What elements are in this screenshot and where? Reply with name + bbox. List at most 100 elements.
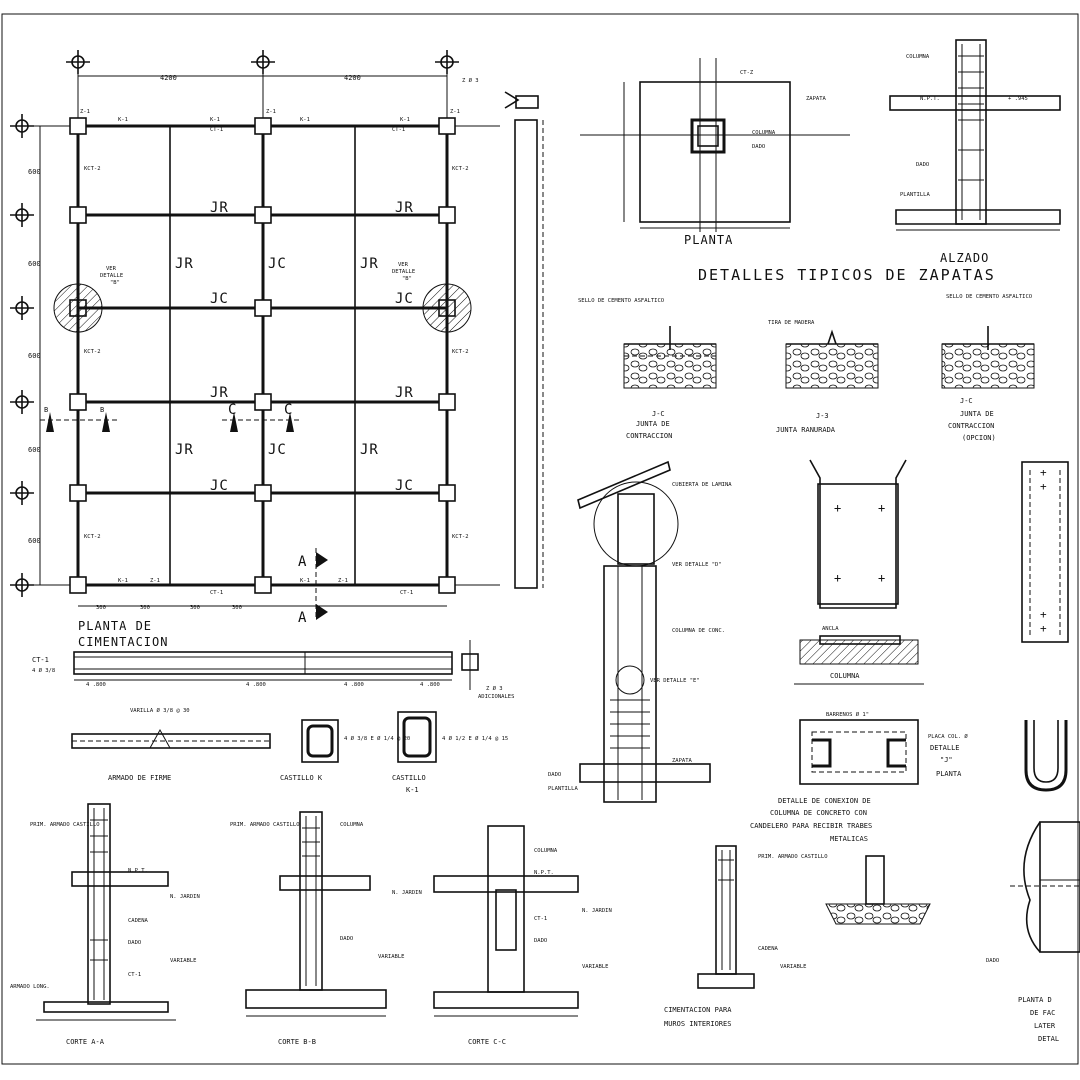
tag: DADO bbox=[548, 772, 561, 778]
candelero-title: METALICAS bbox=[830, 835, 868, 843]
castillo-k1: 4 Ø 1/2 E Ø 1/4 @ 15 CASTILLO K-1 bbox=[392, 711, 508, 794]
tag: PRIM. ARMADO CASTILLO bbox=[758, 854, 828, 860]
plan-title: PLANTA DE bbox=[78, 619, 152, 633]
section-marker-a: A A bbox=[298, 548, 328, 626]
svg-text:B: B bbox=[44, 406, 48, 414]
tag: CUBIERTA DE LAMINA bbox=[672, 482, 732, 488]
castillo-k1-label: K-1 bbox=[406, 786, 419, 794]
junta-name: (OPCION) bbox=[962, 434, 996, 442]
elevation-strip bbox=[514, 119, 538, 589]
note: SELLO DE CEMENTO ASFALTICO bbox=[578, 298, 664, 304]
tag: CT-Z bbox=[740, 70, 754, 76]
section-marker-c: C C bbox=[222, 402, 300, 432]
side-tag: KCT-2 bbox=[84, 166, 101, 172]
tag: DADO bbox=[916, 162, 929, 168]
tag: N.P.T. bbox=[534, 870, 554, 876]
zone-label: JC bbox=[210, 478, 229, 494]
zone-label: JR bbox=[360, 442, 379, 458]
tag: N.P.T. bbox=[920, 96, 940, 102]
plan-dim-left: 4200 bbox=[160, 74, 177, 82]
tag: VARIABLE bbox=[582, 964, 609, 970]
tag: VER DETALLE "D" bbox=[672, 562, 722, 568]
tag: N. JARDIN bbox=[170, 894, 200, 900]
ver-detalle: VER bbox=[398, 262, 409, 268]
note: SELLO DE CEMENTO ASFALTICO bbox=[946, 294, 1032, 300]
svg-text:C: C bbox=[284, 402, 293, 418]
junta-code: J-C bbox=[652, 410, 665, 418]
zi-sub: ADICIONALES bbox=[478, 694, 514, 700]
tag: COLUMNA bbox=[906, 54, 930, 60]
lateral-title: DETAL bbox=[1038, 1035, 1059, 1043]
castillo-spec: 4 Ø 3/8 E Ø 1/4 @ 20 bbox=[344, 735, 410, 742]
ct1-dim: 4 .800 bbox=[420, 682, 440, 688]
tag: COLUMNA bbox=[752, 130, 776, 136]
junta-name: JUNTA DE bbox=[960, 410, 994, 418]
section-marker-b: B B bbox=[40, 406, 120, 432]
firme-label: ARMADO DE FIRME bbox=[108, 774, 171, 782]
tag: COLUMNA bbox=[534, 848, 558, 854]
zone-label: JR bbox=[395, 200, 414, 216]
col-tag: Z-1 bbox=[150, 578, 160, 584]
tag: ZAPATA bbox=[806, 96, 827, 102]
ver-detalle: VER bbox=[106, 266, 117, 272]
candelero-title: CANDELERO PARA RECIBIR TRABES bbox=[750, 822, 872, 830]
zapatas-title: DETALLES TIPICOS DE ZAPATAS bbox=[698, 266, 996, 284]
zi-label: Z Ø 3 bbox=[486, 685, 503, 692]
tag: N. JARDIN bbox=[392, 890, 422, 896]
side-tag: KCT-2 bbox=[452, 166, 469, 172]
tag: PLANTILLA bbox=[900, 192, 930, 198]
steel-post: ++ ++ bbox=[1021, 461, 1069, 792]
zone-label: JR bbox=[395, 385, 414, 401]
junta-code: J-3 bbox=[816, 412, 829, 420]
col-tag: Z-1 bbox=[338, 578, 348, 584]
col-tag: K-1 bbox=[300, 117, 310, 123]
svg-text:+: + bbox=[1040, 622, 1047, 635]
corte-b-title: CORTE B-B bbox=[278, 1038, 316, 1046]
detail-circle-left bbox=[53, 283, 103, 333]
col-tag: CT-1 bbox=[392, 127, 405, 133]
col-tag: Z-1 bbox=[266, 109, 276, 115]
svg-text:+: + bbox=[1040, 480, 1047, 493]
zone-label: JC bbox=[395, 478, 414, 494]
column-detail: CUBIERTA DE LAMINA VER DETALLE "D" COLUM… bbox=[548, 460, 732, 803]
zapata-planta-title: PLANTA bbox=[684, 233, 733, 247]
detalle-label: DETALLE bbox=[930, 744, 960, 752]
col-tag: CT-1 bbox=[210, 590, 223, 596]
junta-name: JUNTA DE bbox=[636, 420, 670, 428]
row-dim-2: 600 bbox=[28, 260, 41, 268]
firme-note: VARILLA Ø 3/8 @ 30 bbox=[130, 707, 190, 714]
ver-detalle: "B" bbox=[110, 280, 120, 286]
junta-code: J-C bbox=[960, 397, 973, 405]
tag: DADO bbox=[752, 144, 765, 150]
armado-firme: VARILLA Ø 3/8 @ 30 ARMADO DE FIRME bbox=[71, 707, 271, 782]
corte-c-title: CORTE C-C bbox=[468, 1038, 506, 1046]
tag: + .945 bbox=[1008, 96, 1028, 102]
col-tag: K-1 bbox=[210, 117, 220, 123]
row-dim-4: 600 bbox=[28, 446, 41, 454]
side-tag: KCT-2 bbox=[84, 349, 101, 355]
corte-a-title: CORTE A-A bbox=[66, 1038, 105, 1046]
tag: VARIABLE bbox=[780, 964, 807, 970]
svg-text:+: + bbox=[878, 571, 885, 585]
tag: PRIM. ARMADO CASTILLO bbox=[230, 822, 300, 828]
side-tag: KCT-2 bbox=[84, 534, 101, 540]
zone-label: JC bbox=[395, 291, 414, 307]
ct1-sub: 4 Ø 3/8 bbox=[32, 667, 55, 674]
col-tag: K-1 bbox=[118, 578, 128, 584]
corte-a: PRIM. ARMADO CASTILLO N.P.T. CADENA DADO… bbox=[10, 803, 200, 1046]
row-dim-1: 600 bbox=[28, 168, 41, 176]
zone-label: JR bbox=[360, 256, 379, 272]
ver-detalle: DETALLE bbox=[100, 273, 123, 279]
tag: CADENA bbox=[128, 918, 149, 924]
col-tag: K-1 bbox=[300, 578, 310, 584]
ct1-dim: 4 .800 bbox=[344, 682, 364, 688]
ct1-dim: 4 .800 bbox=[86, 682, 106, 688]
zone-label: JR bbox=[210, 200, 229, 216]
sheet-border bbox=[1, 13, 1079, 1065]
ct1-beam: CT-1 4 Ø 3/8 4 .800 4 .800 4 .800 4 .800… bbox=[32, 640, 514, 700]
muros-title: CIMENTACION PARA bbox=[664, 1006, 732, 1014]
candelero-detail: ++ ++ COLUMNA ANCLA BARRENOS Ø 1" PLACA … bbox=[750, 459, 968, 843]
row-dim-5: 600 bbox=[28, 537, 41, 545]
plan-title-2: CIMENTACION bbox=[78, 635, 168, 649]
detail-circle-right bbox=[422, 283, 472, 333]
